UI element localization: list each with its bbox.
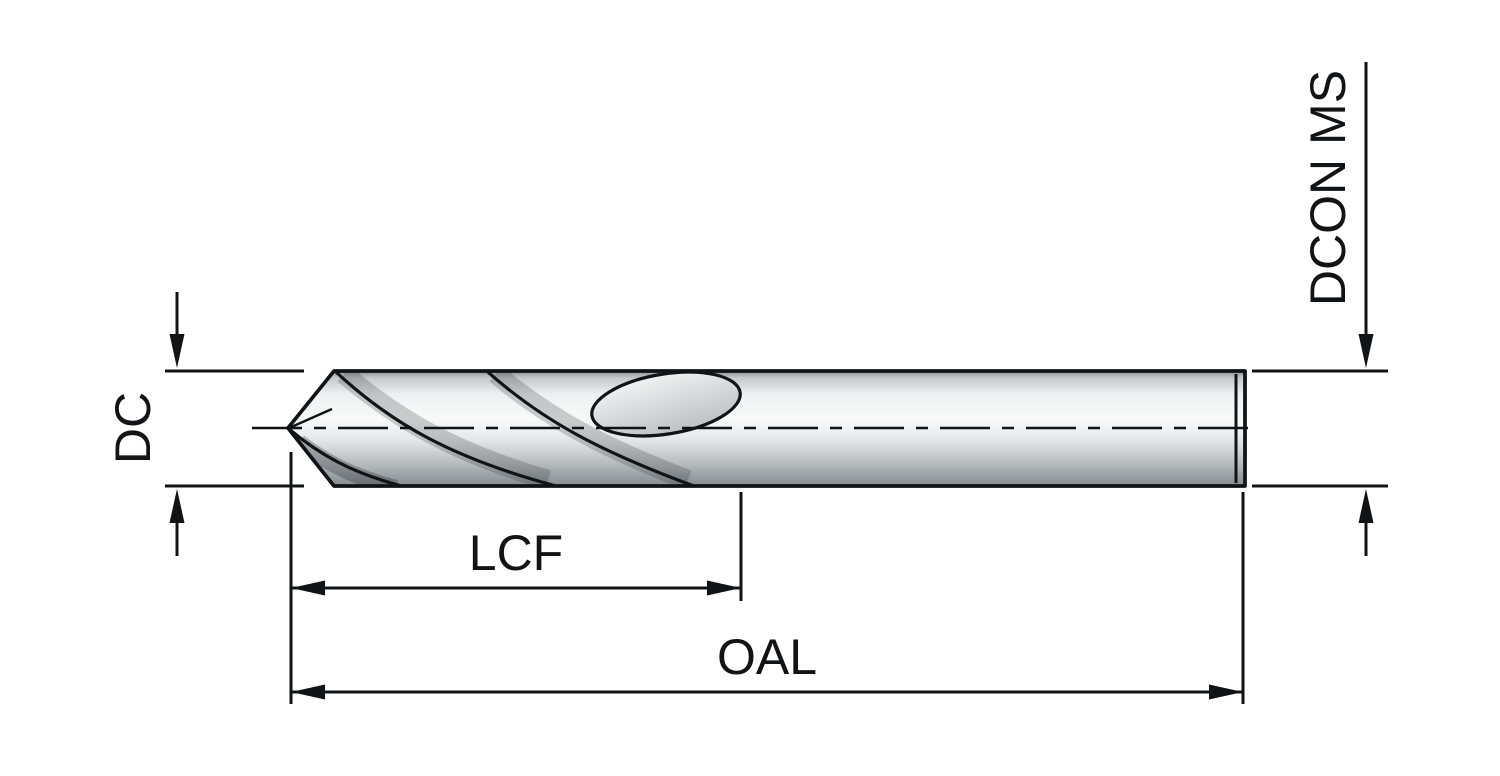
label-dc: DC <box>105 392 161 464</box>
flute-shading <box>337 371 551 486</box>
arrowhead-down-icon <box>169 334 185 368</box>
chisel-edge-line <box>288 407 333 430</box>
arrowhead-down-icon <box>1358 334 1374 368</box>
arrowhead-right-icon <box>1209 684 1243 700</box>
flute-edge-curve <box>486 371 695 486</box>
label-oal: OAL <box>717 629 817 685</box>
arrowhead-up-icon <box>169 489 185 523</box>
arrowhead-up-icon <box>1358 489 1374 523</box>
arrowhead-left-icon <box>291 684 325 700</box>
arrowhead-right-icon <box>707 580 741 596</box>
cutting-lip-curve <box>288 427 403 486</box>
dim-oal: OAL <box>291 492 1245 704</box>
label-dcon: DCON MS <box>1300 70 1356 306</box>
dim-dc: DC <box>105 292 304 556</box>
drill-bit <box>286 369 1247 488</box>
dim-lcf: LCF <box>289 452 743 704</box>
flute-graphics <box>288 371 742 486</box>
label-lcf: LCF <box>469 525 563 581</box>
arrowhead-left-icon <box>291 580 325 596</box>
dim-dcon: DCON MS <box>1252 62 1388 556</box>
flute-shading <box>489 371 692 486</box>
flute-edge-curve <box>334 371 557 486</box>
flute-runout-lens <box>590 371 742 438</box>
